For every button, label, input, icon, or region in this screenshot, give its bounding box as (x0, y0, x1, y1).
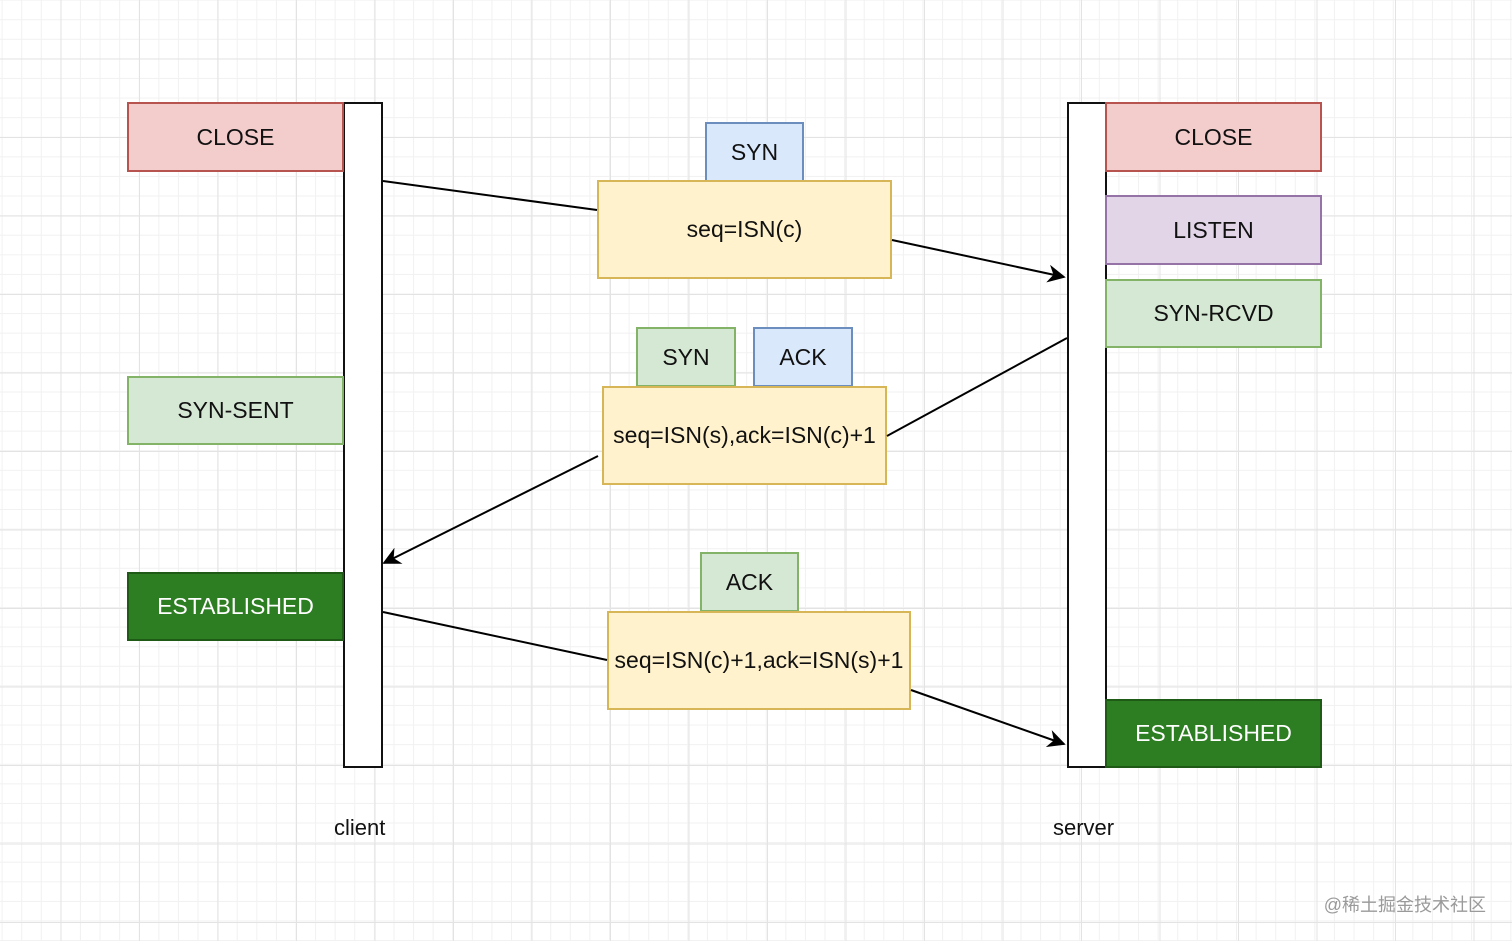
client-lifeline (343, 102, 383, 768)
message-3-body: seq=ISN(c)+1,ack=ISN(s)+1 (607, 611, 911, 710)
arrow-3-tail (382, 611, 608, 661)
message-2-body: seq=ISN(s),ack=ISN(c)+1 (602, 386, 887, 485)
server-state-syn-rcvd: SYN-RCVD (1105, 279, 1322, 348)
message-3-flag-ack: ACK (700, 552, 799, 612)
server-state-established: ESTABLISHED (1105, 699, 1322, 768)
client-label: client (334, 815, 386, 840)
server-state-listen: LISTEN (1105, 195, 1322, 265)
message-1-body: seq=ISN(c) (597, 180, 892, 279)
arrow-1-head (891, 239, 1066, 283)
watermark: @稀土掘金技术社区 (1323, 895, 1486, 915)
server-state-close: CLOSE (1105, 102, 1322, 172)
arrow-1-tail (382, 180, 598, 211)
message-1-flag-syn: SYN (705, 122, 804, 182)
arrow-2-tail (886, 337, 1068, 437)
server-label: server (1053, 815, 1115, 840)
message-2-flag-syn: SYN (636, 327, 736, 387)
arrow-3-head (910, 689, 1066, 748)
client-state-established: ESTABLISHED (127, 572, 344, 641)
message-2-flag-ack: ACK (753, 327, 853, 387)
client-state-close: CLOSE (127, 102, 344, 172)
arrow-2-head (382, 455, 599, 564)
server-lifeline (1067, 102, 1107, 768)
client-state-syn-sent: SYN-SENT (127, 376, 344, 445)
